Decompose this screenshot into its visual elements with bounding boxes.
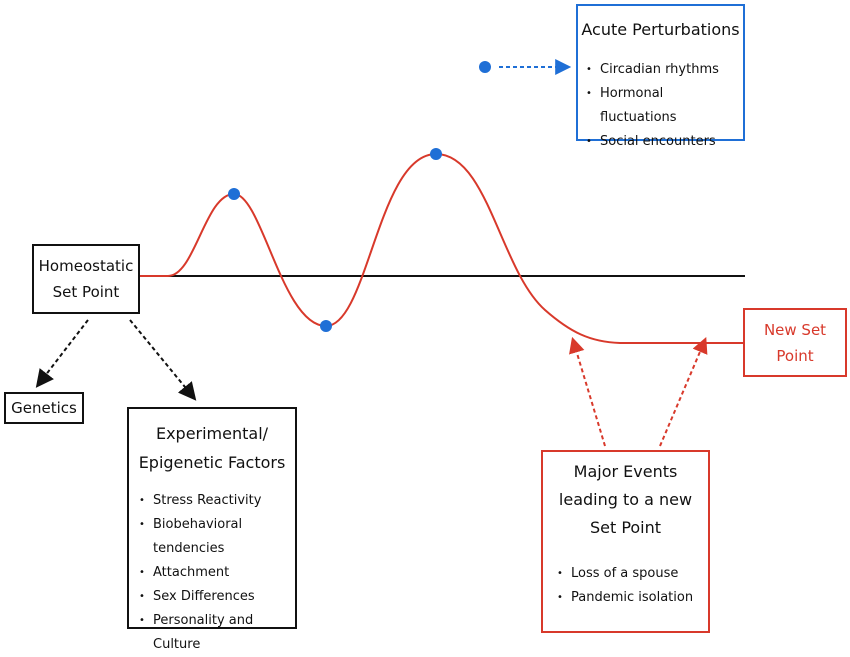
setpoint-line1: Homeostatic <box>38 257 134 275</box>
epigenetic-box: Experimental/ Epigenetic Factors Stress … <box>127 407 297 652</box>
diagram-canvas <box>35 59 745 447</box>
new-setpoint-box: New Set Point <box>743 308 847 377</box>
arrow-to-genetics <box>35 319 89 388</box>
list-item: Sex Differences <box>131 585 295 609</box>
perturbation-dot <box>430 148 442 160</box>
major-title-line1: Major Events <box>573 462 678 481</box>
acute-title: Acute Perturbations <box>581 20 740 39</box>
list-item: Loss of a spouse <box>549 562 708 586</box>
homeostasis-curve <box>140 152 745 344</box>
list-item: Personality and Culture <box>131 609 295 657</box>
setpoint-box: Homeostatic Set Point <box>32 244 140 314</box>
major-title-line2: leading to a new <box>558 490 693 509</box>
arrow-major-to-curve-1 <box>569 336 606 447</box>
major-list: Loss of a spouse Pandemic isolation <box>549 562 708 610</box>
new-setpoint-line1: New Set <box>763 320 827 339</box>
list-item: Pandemic isolation <box>549 586 708 610</box>
list-item: Attachment <box>131 561 295 585</box>
genetics-box: Genetics <box>4 392 84 424</box>
list-item: Biobehavioral tendencies <box>131 513 295 561</box>
new-setpoint-label: New Set Point <box>764 317 826 369</box>
epigenetic-title: Experimental/ Epigenetic Factors <box>129 419 295 477</box>
list-item: Hormonal fluctuations <box>578 82 743 130</box>
acute-perturbations-box: Acute Perturbations Circadian rhythms Ho… <box>576 4 745 154</box>
perturbation-dot <box>228 188 240 200</box>
arrow-to-epigenetic <box>129 319 197 401</box>
genetics-label: Genetics <box>11 399 77 417</box>
list-item: Circadian rhythms <box>578 58 743 82</box>
perturbation-dot <box>320 320 332 332</box>
arrow-major-to-curve-2 <box>659 337 708 447</box>
list-item: Stress Reactivity <box>131 489 295 513</box>
setpoint-label: Homeostatic Set Point <box>39 253 134 305</box>
major-events-box: Major Events leading to a new Set Point … <box>541 450 710 633</box>
major-title-line3: Set Point <box>589 518 662 537</box>
epigenetic-title-line2: Epigenetic Factors <box>138 453 286 472</box>
new-setpoint-line2: Point <box>776 346 814 365</box>
epigenetic-title-line1: Experimental/ <box>155 424 269 443</box>
list-item: Social encounters <box>578 130 743 154</box>
epigenetic-list: Stress Reactivity Biobehavioral tendenci… <box>131 489 295 657</box>
major-title: Major Events leading to a new Set Point <box>543 458 708 542</box>
acute-list: Circadian rhythms Hormonal fluctuations … <box>578 58 743 154</box>
legend-dot <box>479 61 491 73</box>
setpoint-line2: Set Point <box>52 283 120 301</box>
